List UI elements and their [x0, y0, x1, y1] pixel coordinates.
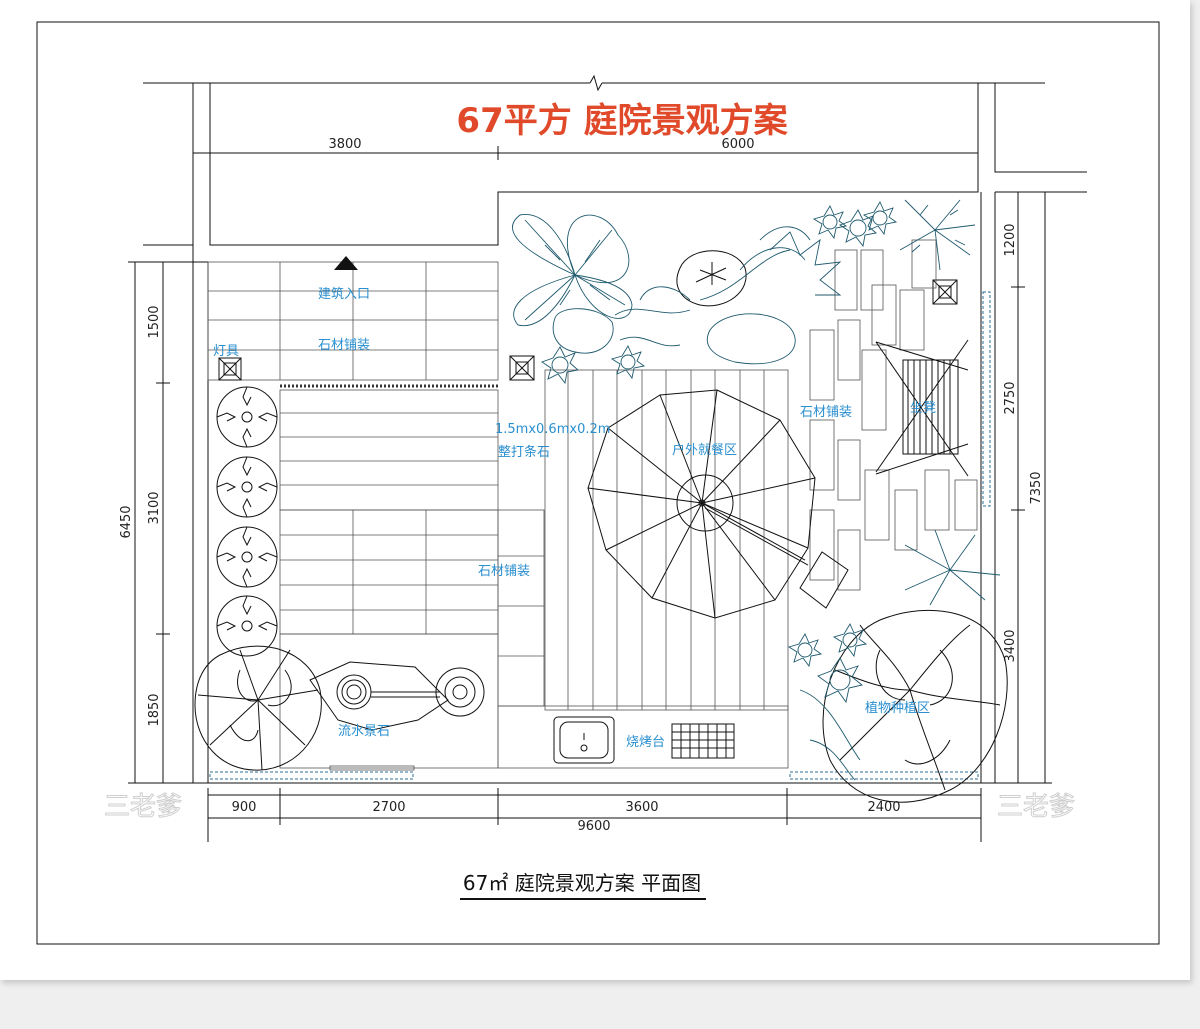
boulders — [552, 250, 796, 365]
watermark-left: 三老爹 — [104, 792, 182, 822]
sheet-frame — [36, 21, 1160, 945]
dim-left-1850: 1850 — [147, 693, 162, 726]
label-stone-paving-3: 石材铺装 — [800, 405, 852, 420]
dim-right-3400: 3400 — [1003, 629, 1018, 662]
label-bbq: 烧烤台 — [626, 735, 665, 750]
lamp-icon — [218, 357, 242, 381]
label-stone-paving-2: 石材铺装 — [478, 564, 530, 579]
stone-paving-left — [207, 261, 545, 707]
building-outline — [143, 74, 1087, 784]
label-stone-spec-1: 1.5mx0.6mx0.2m — [495, 422, 610, 437]
dimension-bottom: 900 2700 3600 2400 9600 — [207, 788, 982, 842]
foliage-clusters — [541, 199, 976, 385]
lamp-icon — [509, 355, 535, 381]
bbq-grill-icon — [671, 723, 735, 759]
shrub-icon — [216, 595, 278, 657]
dim-bottom-total: 9600 — [577, 819, 610, 834]
shrub-column — [216, 386, 278, 657]
dim-bottom-2400: 2400 — [867, 800, 900, 815]
dim-top-6000: 6000 — [721, 137, 754, 152]
palm-cluster-icon — [787, 529, 1001, 781]
stone-paving-right — [809, 239, 978, 591]
label-stone-paving-1: 石材铺装 — [318, 338, 370, 353]
shrub-icon — [216, 386, 278, 448]
dim-left-3100: 3100 — [147, 491, 162, 524]
label-bench: 坐凳 — [910, 400, 936, 416]
water-feature — [279, 633, 499, 771]
dim-bottom-2700: 2700 — [372, 800, 405, 815]
dim-right-2750: 2750 — [1003, 381, 1018, 414]
label-water-feature: 流水景石 — [338, 724, 390, 739]
shrub-icon — [216, 456, 278, 518]
label-entrance: 建筑入口 — [318, 286, 370, 302]
sink-icon — [553, 716, 615, 764]
dim-bottom-3600: 3600 — [625, 800, 658, 815]
label-dining: 户外就餐区 — [672, 442, 737, 458]
label-planting: 植物种植区 — [865, 701, 930, 716]
plan-title: 67平方 庭院景观方案 — [456, 101, 788, 141]
palm-plant-icon — [512, 214, 633, 327]
dimension-right: 1200 2750 3400 7350 — [995, 192, 1052, 784]
lamp-icon — [932, 279, 958, 305]
shrub-icon — [216, 526, 278, 588]
dining-deck — [497, 369, 789, 769]
dim-top-3800: 3800 — [328, 137, 361, 152]
dim-left-total: 6450 — [119, 505, 134, 538]
label-lamp: 灯具 — [213, 344, 239, 359]
dimension-left: 6450 1500 3100 1850 — [119, 261, 208, 784]
dim-left-1500: 1500 — [147, 305, 162, 338]
watermark-right: 三老爹 — [997, 792, 1075, 822]
umbrella-icon — [587, 389, 849, 619]
garden-plan: 三老爹 三老爹 67平方 庭院景观方案 3800 6000 6450 — [36, 21, 1160, 945]
drawing-sheet: 三老爹 三老爹 67平方 庭院景观方案 3800 6000 6450 — [0, 0, 1190, 980]
dim-right-1200: 1200 — [1003, 223, 1018, 256]
dim-bottom-900: 900 — [232, 800, 257, 815]
entrance-arrow-icon — [334, 256, 358, 270]
large-tree-icon — [822, 609, 1008, 803]
drainage-strip — [209, 291, 991, 780]
label-stone-spec-2: 整打条石 — [498, 444, 550, 460]
bench — [875, 339, 969, 477]
dim-right-total: 7350 — [1029, 471, 1044, 504]
dimension-top: 3800 6000 — [192, 137, 979, 160]
tree-icon — [194, 645, 322, 771]
plan-subtitle: 67㎡ 庭院景观方案 平面图 — [463, 871, 701, 895]
